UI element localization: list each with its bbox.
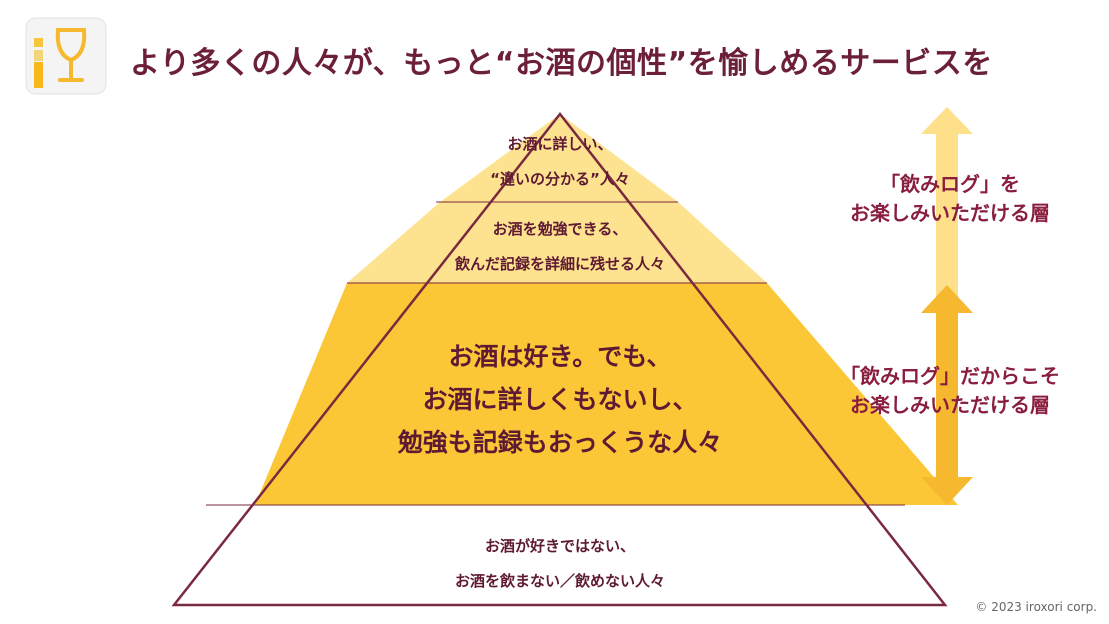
tier-upper-fill [347, 202, 767, 283]
tier-top-fill [440, 114, 678, 202]
wine-glass-icon [55, 28, 87, 82]
side-label-lower: 「飲みログ」だからこそ お楽しみいただける層 [840, 364, 1060, 417]
tier-bottom-label: お酒が好きではない、 お酒を飲まない／飲めない人々 [454, 537, 665, 590]
page-title: より多くの人々が、もっと“お酒の個性”を愉しめるサービスを [130, 46, 993, 81]
copyright: © 2023 iroxori corp. [975, 600, 1097, 614]
tier-middle-label: お酒は好き。でも、 お酒に詳しくもないし、 勉強も記録もおっくうな人々 [397, 342, 723, 457]
tier-top-label: お酒に詳しい、 “違いの分かる”人々 [490, 135, 630, 188]
pyramid-outline [171, 111, 948, 607]
app-icon [25, 17, 107, 95]
tier-middle-fill [255, 283, 958, 505]
tier-upper-label: お酒を勉強できる、 飲んだ記録を詳細に残せる人々 [454, 220, 665, 273]
up-arrow-icon [921, 107, 973, 343]
side-label-upper: 「飲みログ」を お楽しみいただける層 [850, 172, 1050, 225]
double-headed-arrow-icon [921, 285, 973, 505]
